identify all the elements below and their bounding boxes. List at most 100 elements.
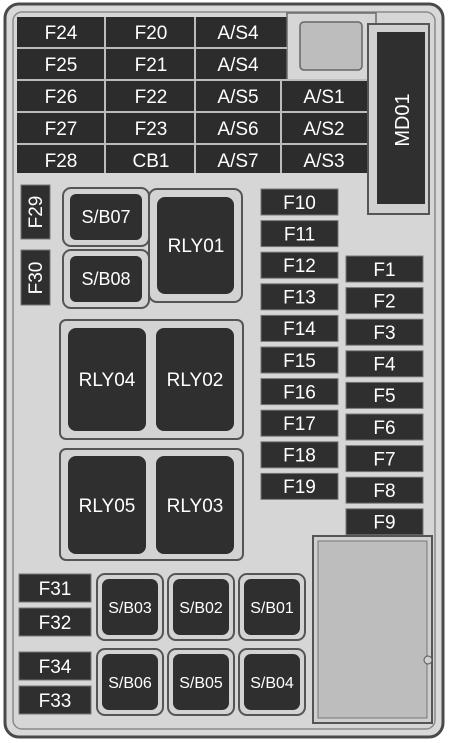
fuse-grid-cell: A/S7 <box>217 151 258 172</box>
fuse-f18 <box>260 441 339 469</box>
sb-sb03 <box>102 579 158 635</box>
fuse-grid-row-2: F25 F21 A/S4 <box>45 55 259 76</box>
fuse-f33 <box>18 685 92 715</box>
fuse-f3 <box>345 318 424 346</box>
md01-label: MD01 <box>392 93 414 146</box>
fuse-grid-cell: CB1 <box>133 151 170 172</box>
fuse-f32 <box>18 607 92 637</box>
power-block-inner <box>317 540 428 719</box>
fuse-f31 <box>18 573 92 603</box>
fuse-f1-label: F1 <box>373 260 395 281</box>
sb-sb05 <box>173 654 229 710</box>
sb08-label: S/B08 <box>81 269 130 289</box>
fuse-grid-cell: F25 <box>45 55 78 76</box>
sb-sb06 <box>102 654 158 710</box>
fuse-grid-row-1: F24 F20 A/S4 <box>45 23 259 44</box>
rly05-label: RLY05 <box>79 496 136 517</box>
fuse-f8 <box>345 476 424 504</box>
fuse-f3-label: F3 <box>373 323 395 344</box>
fuse-f6 <box>345 413 424 441</box>
sb-label: S/B01 <box>250 600 294 617</box>
power-block-screw <box>423 655 433 665</box>
rly02-body <box>156 328 234 431</box>
rly03-body <box>156 456 234 554</box>
fuse-grid-lines <box>17 17 375 173</box>
fuse-f19-label: F19 <box>283 477 316 498</box>
fuse-grid-cell: A/S1 <box>303 87 344 108</box>
fuse-grid-cell: A/S3 <box>303 151 344 172</box>
fuse-f10-label: F10 <box>283 193 316 214</box>
fuse-f33-label: F33 <box>39 691 72 712</box>
fuse-f2-label: F2 <box>373 291 395 312</box>
rly03-label: RLY03 <box>167 496 224 517</box>
fuse-grid-cell: F23 <box>135 119 168 140</box>
sb-sb02 <box>173 579 229 635</box>
fuse-grid-row-4: F27 F23 A/S6 A/S2 <box>45 119 345 140</box>
fuse-f30 <box>20 249 51 306</box>
fuse-f7-label: F7 <box>373 449 395 470</box>
fuse-f5-label: F5 <box>373 386 395 407</box>
fuse-f13-label: F13 <box>283 288 316 309</box>
fuse-f13 <box>260 283 339 311</box>
fuse-f12 <box>260 251 339 279</box>
fuse-f4 <box>345 350 424 378</box>
rly02-label: RLY02 <box>167 370 224 391</box>
fuse-f30-label: F30 <box>26 262 47 295</box>
fuse-grid-cell: A/S5 <box>217 87 258 108</box>
fuse-f14 <box>260 314 339 342</box>
cutout-clip <box>299 21 363 71</box>
sb07-body <box>70 194 142 240</box>
fuse-f34-label: F34 <box>39 657 72 678</box>
sb-label: S/B06 <box>108 675 152 692</box>
fuse-f34 <box>18 651 92 681</box>
fuse-f17-label: F17 <box>283 414 316 435</box>
sb-sb04 <box>244 654 300 710</box>
fuse-f11 <box>260 220 339 248</box>
fuse-f9-label: F9 <box>373 513 395 534</box>
rly04-label: RLY04 <box>79 370 136 391</box>
fuse-f11-label: F11 <box>284 224 315 245</box>
fuse-f29 <box>20 184 51 240</box>
fuse-grid-cell: F27 <box>45 119 78 140</box>
fuse-grid-row-5: F28 CB1 A/S7 A/S3 <box>45 151 345 172</box>
sb07-label: S/B07 <box>81 207 130 227</box>
fuse-grid-cell: F21 <box>135 55 168 76</box>
fuse-f16-label: F16 <box>283 382 316 403</box>
fuse-f7 <box>345 445 424 473</box>
md01-body <box>377 32 425 204</box>
fuse-f10 <box>260 188 339 216</box>
fuse-grid-cell: F22 <box>135 87 168 108</box>
fuse-f17 <box>260 409 339 437</box>
sb-label: S/B05 <box>179 675 223 692</box>
sb-sb01 <box>244 579 300 635</box>
fuse-f12-label: F12 <box>283 256 316 277</box>
fuse-f18-label: F18 <box>283 446 316 467</box>
rly05-body <box>68 456 146 554</box>
fuse-f5 <box>345 381 424 409</box>
fuse-grid-cell: A/S4 <box>217 55 259 76</box>
fuse-f4-label: F4 <box>373 355 396 376</box>
fuse-f1 <box>345 255 424 283</box>
fuse-f9 <box>345 508 424 536</box>
fuse-f2 <box>345 287 424 315</box>
fuse-f32-label: F32 <box>39 613 72 634</box>
fuse-f31-label: F31 <box>39 579 72 600</box>
fuse-f8-label: F8 <box>373 481 395 502</box>
sb08-body <box>70 256 142 302</box>
rly01-body <box>157 197 234 294</box>
fuse-grid-row-3: F26 F22 A/S5 A/S1 <box>45 87 345 108</box>
sb-label: S/B04 <box>250 675 294 692</box>
fuse-f15-label: F15 <box>283 351 316 372</box>
rly04-body <box>68 328 146 431</box>
fuse-grid-cell: A/S4 <box>217 23 259 44</box>
fuse-grid-cell: F26 <box>45 87 78 108</box>
fuse-f19 <box>260 472 339 500</box>
fuse-f29-label: F29 <box>26 196 47 229</box>
fuse-f16 <box>260 378 339 406</box>
